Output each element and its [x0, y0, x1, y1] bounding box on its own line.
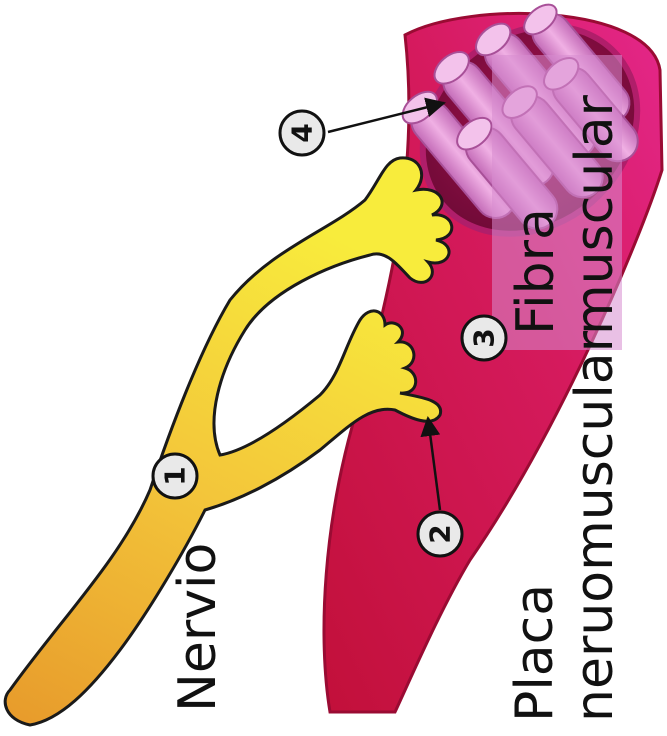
marker-3-label: 3 — [468, 328, 501, 347]
plate-label-line2: neruomuscular — [565, 330, 625, 722]
marker-4-label: 4 — [286, 123, 319, 142]
marker-2: 2 — [418, 512, 462, 556]
fiber-label-line2: muscular — [565, 94, 625, 335]
marker-1: 1 — [153, 454, 197, 498]
marker-1-label: 1 — [159, 466, 192, 485]
marker-4: 4 — [280, 111, 324, 155]
marker-2-label: 2 — [424, 524, 457, 543]
marker-3: 3 — [462, 316, 506, 360]
fiber-label-line1: Fibra — [506, 208, 566, 335]
nerve-label: Nervio — [168, 543, 228, 712]
plate-label-line1: Placa — [505, 584, 565, 722]
